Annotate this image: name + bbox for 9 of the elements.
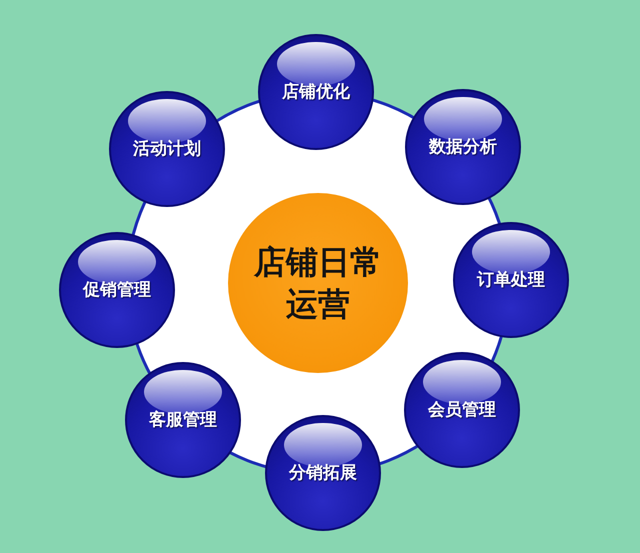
node-label: 订单处理 <box>477 270 545 290</box>
hub-label: 店铺日常运营 <box>252 242 383 325</box>
node-label: 客服管理 <box>149 410 217 430</box>
node-label: 活动计划 <box>133 138 201 160</box>
node-label: 店铺优化 <box>282 82 350 102</box>
node-label: 促销管理 <box>83 280 151 300</box>
node-label: 数据分析 <box>429 136 497 158</box>
node-label: 分销拓展 <box>289 462 357 484</box>
node-label: 会员管理 <box>428 400 496 420</box>
